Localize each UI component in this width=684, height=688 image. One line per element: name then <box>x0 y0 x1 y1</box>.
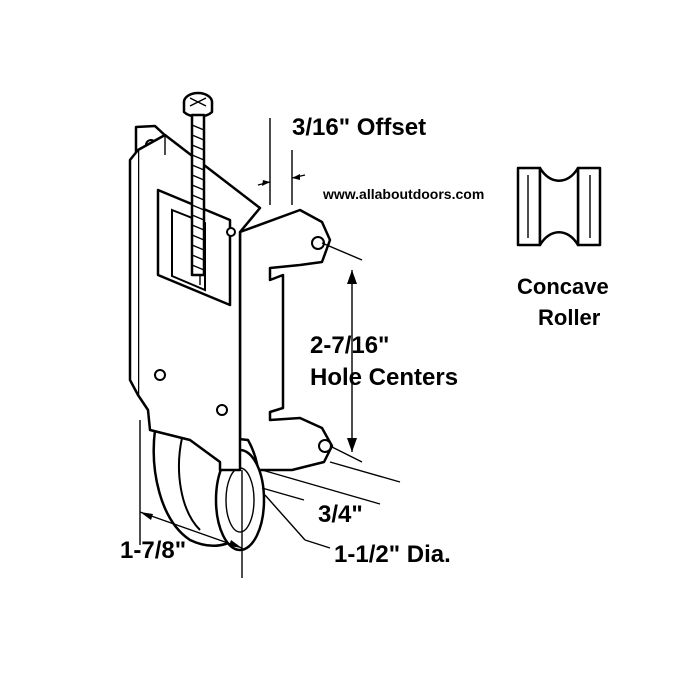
roller-type-line1: Concave <box>517 274 609 299</box>
width-1-7-8-label: 1-7/8" <box>120 537 186 564</box>
housing-holes <box>154 227 236 416</box>
hole-centers-value: 2-7/16" <box>310 332 389 359</box>
adjustment-screw <box>182 91 214 277</box>
dimension-lines <box>139 118 401 578</box>
website-url: www.allaboutdoors.com <box>322 186 484 202</box>
diameter-label: 1-1/2" Dia. <box>334 541 451 568</box>
roller-type-line2: Roller <box>538 305 601 330</box>
offset-label: 3/16" Offset <box>292 114 426 141</box>
width-3-4-label: 3/4" <box>318 501 363 528</box>
concave-roller-profile <box>516 166 602 247</box>
hole-centers-label: Hole Centers <box>310 364 458 391</box>
roller-assembly <box>128 91 334 552</box>
